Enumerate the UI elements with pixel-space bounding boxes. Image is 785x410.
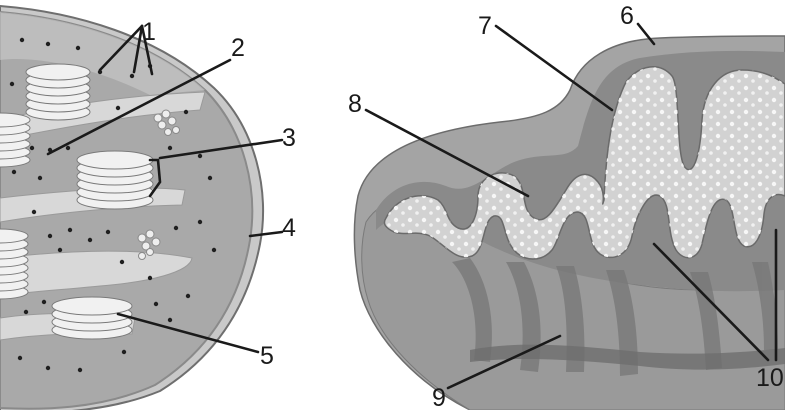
label-4: 4: [282, 214, 296, 242]
chloroplast: [0, 6, 263, 410]
label-5: 5: [260, 342, 274, 370]
label-7: 7: [478, 12, 492, 40]
mitochondrion: [354, 36, 785, 410]
granum-1: [26, 64, 90, 120]
label-2: 2: [231, 34, 245, 62]
granum-4: [0, 229, 28, 299]
label-3: 3: [282, 124, 296, 152]
granum-2: [0, 113, 30, 167]
label-10: 10: [756, 364, 784, 392]
label-1: 1: [142, 18, 156, 46]
label-9: 9: [432, 384, 446, 410]
granum-5: [52, 297, 132, 339]
granum-3: [77, 151, 153, 209]
label-6: 6: [620, 2, 634, 30]
label-8: 8: [348, 90, 362, 118]
